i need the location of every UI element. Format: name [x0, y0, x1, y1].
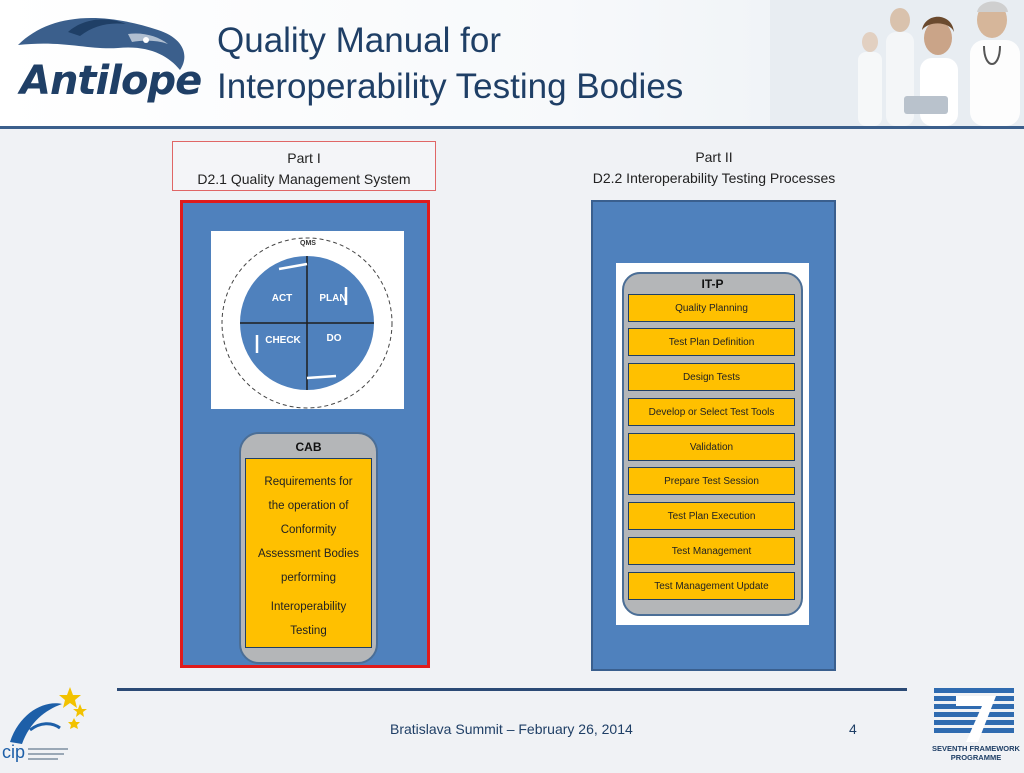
antilope-logo: [8, 10, 193, 110]
part1-label-box: Part I D2.1 Quality Management System: [172, 141, 436, 191]
part2-doc: D2.2 Interoperability Testing Processes: [592, 170, 836, 186]
qms-diagram: QMS ACT PLAN CHECK DO: [211, 231, 404, 409]
part2-label: Part II: [695, 149, 733, 165]
antelope-icon: [18, 17, 185, 70]
cab-line: the operation of: [268, 500, 349, 512]
cab-line: Conformity: [280, 524, 337, 536]
itp-step: Validation: [628, 433, 795, 461]
part2-label-box: Part II D2.2 Interoperability Testing Pr…: [560, 147, 868, 189]
cab-line: Requirements for: [264, 476, 353, 488]
part1-doc: D2.1 Quality Management System: [197, 171, 411, 187]
fp7-caption-line1: SEVENTH FRAMEWORK: [932, 744, 1020, 753]
cab-line: Assessment Bodies: [258, 548, 359, 560]
itp-step: Test Plan Execution: [628, 502, 795, 530]
qms-label: QMS: [300, 240, 316, 247]
cab-line: Interoperability: [270, 601, 347, 613]
footer-divider: [117, 688, 907, 691]
cab-line: performing: [281, 572, 336, 584]
itp-title: IT-P: [701, 277, 724, 291]
title-line-1: Quality Manual for: [217, 21, 502, 60]
cip-logo: cip: [0, 682, 96, 768]
cab-line: Testing: [290, 625, 327, 637]
itp-step: Develop or Select Test Tools: [628, 398, 795, 426]
itp-step: Design Tests: [628, 363, 795, 391]
header-divider: [0, 126, 1024, 129]
footer-event: Bratislava Summit – February 26, 2014: [390, 721, 633, 737]
qms-do: DO: [327, 333, 342, 344]
itp-step: Test Management: [628, 537, 795, 565]
cab-requirements-box: Requirements for the operation of Confor…: [245, 458, 372, 648]
itp-step: Test Management Update: [628, 572, 795, 600]
qms-act: ACT: [272, 293, 293, 304]
itp-step: Test Plan Definition: [628, 328, 795, 356]
qms-plan: PLAN: [319, 293, 346, 304]
cip-text: cip: [2, 742, 25, 762]
header-photo-doctors: [770, 0, 1024, 126]
itp-step: Quality Planning: [628, 294, 795, 322]
logo-wordmark: Antilope: [20, 58, 202, 104]
title-line-2: Interoperability Testing Bodies: [217, 67, 684, 106]
fp7-caption: SEVENTH FRAMEWORK PROGRAMME: [928, 744, 1024, 762]
page-title: Quality Manual for Interoperability Test…: [217, 18, 777, 110]
qms-check: CHECK: [265, 335, 301, 346]
fp7-logo: [926, 688, 1024, 768]
itp-step: Prepare Test Session: [628, 467, 795, 495]
part1-label: Part I: [287, 150, 321, 166]
page-number: 4: [849, 721, 857, 737]
fp7-caption-line2: PROGRAMME: [950, 753, 1002, 762]
cab-title: CAB: [295, 440, 322, 454]
